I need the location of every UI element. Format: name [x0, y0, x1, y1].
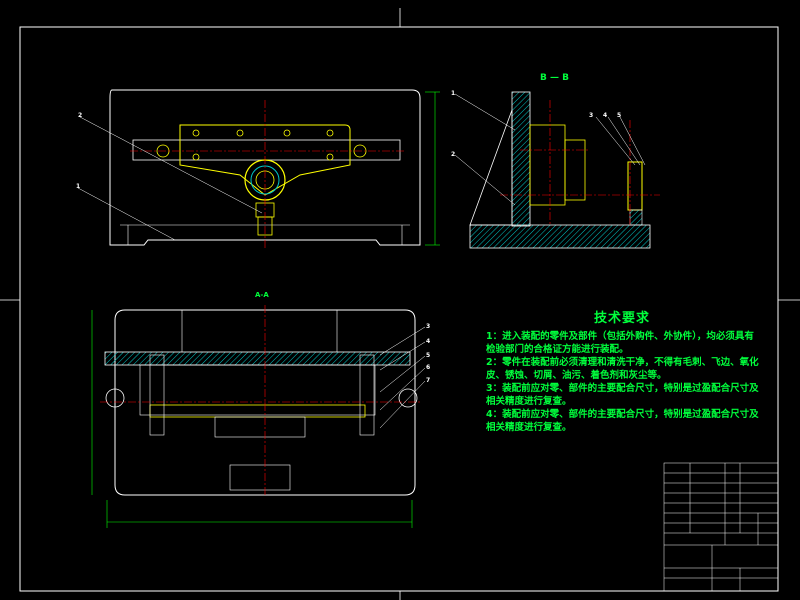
- part-label: 1: [451, 90, 455, 97]
- tech-requirement-line: 相关精度进行复查。: [486, 422, 572, 433]
- tech-requirement-line: 4：装配前应对零、部件的主要配合尺寸，特别是过盈配合尺寸及: [486, 409, 759, 420]
- section-bb-view: [469, 91, 660, 249]
- front-view: [109, 89, 440, 250]
- tech-requirement-line: 3：装配前应对零、部件的主要配合尺寸，特别是过盈配合尺寸及: [486, 383, 759, 394]
- part-label: 3: [589, 112, 593, 119]
- part-label: 5: [426, 352, 430, 359]
- section-bb-label: B — B: [540, 73, 569, 83]
- part-label: 3: [426, 323, 430, 330]
- part-label: 4: [603, 112, 607, 119]
- tech-requirement-line: 皮、锈蚀、切屑、油污、着色剂和灰尘等。: [486, 370, 667, 381]
- tech-requirement-line: 1：进入装配的零件及部件（包括外购件、外协件），均必须具有: [486, 331, 754, 342]
- section-aa-label: A-A: [255, 291, 269, 299]
- tech-requirements-title: 技术要求: [594, 311, 651, 326]
- part-label-text: 2 1 1 2 3 4 5 3 4 5 6 7: [76, 90, 621, 384]
- part-label: 2: [451, 151, 455, 158]
- tech-requirement-line: 检验部门的合格证方能进行装配。: [486, 344, 629, 355]
- section-aa-view: [91, 305, 420, 528]
- part-leaders: [77, 93, 646, 429]
- drawing-frame: [0, 8, 800, 600]
- part-label: 6: [426, 364, 430, 371]
- part-label: 7: [426, 377, 430, 384]
- tech-requirements: 1：进入装配的零件及部件（包括外购件、外协件），均必须具有 检验部门的合格证方能…: [486, 330, 776, 434]
- part-label: 5: [617, 112, 621, 119]
- tech-requirement-line: 相关精度进行复查。: [486, 396, 572, 407]
- part-label: 2: [78, 112, 82, 119]
- title-block: [663, 462, 779, 592]
- part-label: 1: [76, 183, 80, 190]
- tech-requirement-line: 2：零件在装配前必须清理和清洗干净，不得有毛刺、飞边、氧化: [486, 357, 759, 368]
- part-label: 4: [426, 338, 430, 345]
